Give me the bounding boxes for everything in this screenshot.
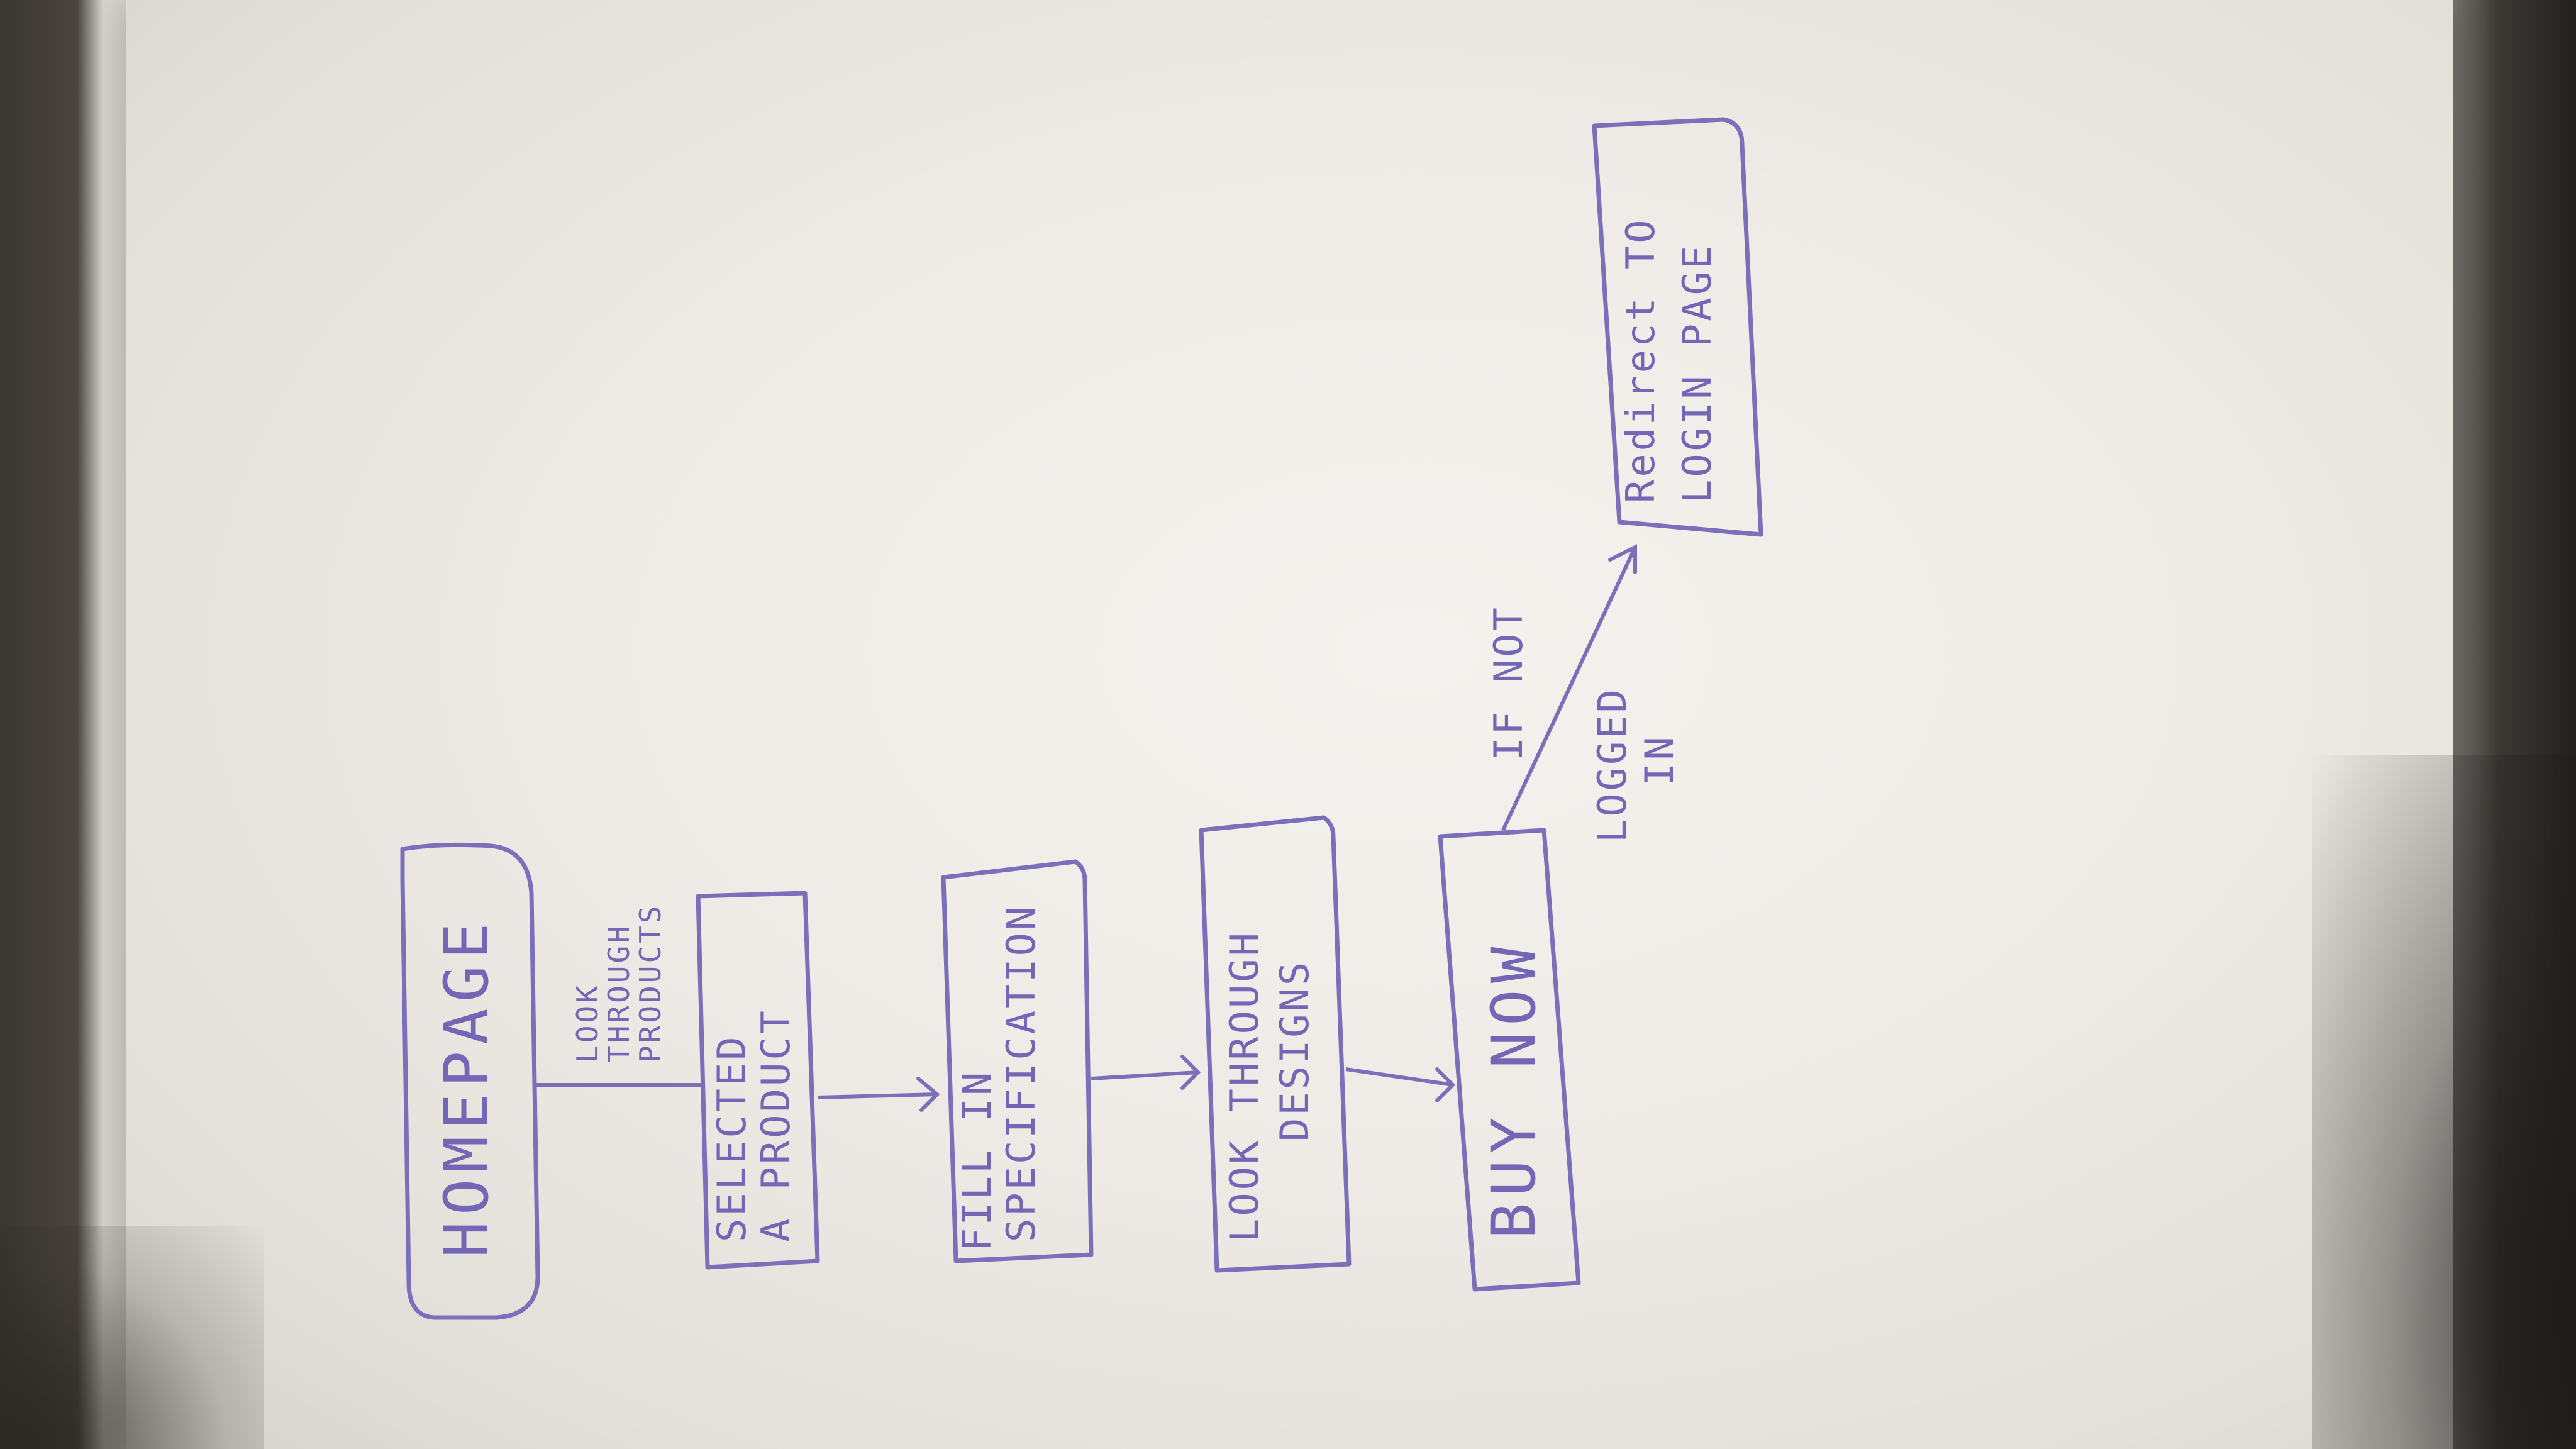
arrowhead — [916, 1077, 940, 1112]
node-look-designs-label-2: DESIGNS — [1272, 960, 1318, 1141]
edge-label-products: PRODUCTS — [633, 903, 667, 1063]
shadow-right — [2312, 755, 2576, 1449]
arrowhead — [1180, 1055, 1201, 1090]
node-redirect-box — [1592, 117, 1763, 537]
node-redirect-label-1: Redirect TO — [1618, 217, 1663, 503]
node-redirect-label-2: LOGIN PAGE — [1674, 243, 1720, 503]
edge-label-in: IN — [1636, 734, 1682, 786]
shadow-bottom-left — [0, 1226, 264, 1449]
node-look-designs-label-1: LOOK THROUGH — [1221, 930, 1267, 1242]
node-look-designs-box — [1199, 815, 1352, 1273]
arrowhead — [1435, 1067, 1456, 1102]
node-homepage-box — [400, 842, 540, 1320]
node-fill-in-label-2: SPECIFICATION — [998, 904, 1044, 1242]
node-selected-product-box — [696, 891, 820, 1270]
edge-label-through: THROUGH — [602, 923, 636, 1063]
edge-label-if-not: IF NOT — [1485, 605, 1531, 761]
arrowhead — [1608, 544, 1637, 574]
edge-selected-to-fillin — [817, 1092, 938, 1099]
node-fill-in-label-1: FILL IN — [954, 1070, 1000, 1252]
node-buy-now-label: BUY NOW — [1479, 940, 1549, 1239]
edge-designs-to-buy-now — [1345, 1067, 1453, 1087]
node-selected-product-label-2: A PRODUCT — [753, 1008, 799, 1242]
node-fill-in-box — [941, 859, 1094, 1263]
paper-sheet — [126, 0, 2453, 1449]
node-homepage-label: HOMEPAGE — [431, 917, 502, 1258]
node-buy-now-box — [1438, 828, 1581, 1292]
edge-label-logged: LOGGED — [1589, 687, 1635, 843]
edge-fillin-to-designs — [1091, 1070, 1199, 1080]
edge-label-look: LOOK — [570, 983, 604, 1063]
edge-buy-now-to-redirect — [1501, 546, 1637, 831]
node-selected-product-label-1: SELECTED — [709, 1034, 755, 1242]
